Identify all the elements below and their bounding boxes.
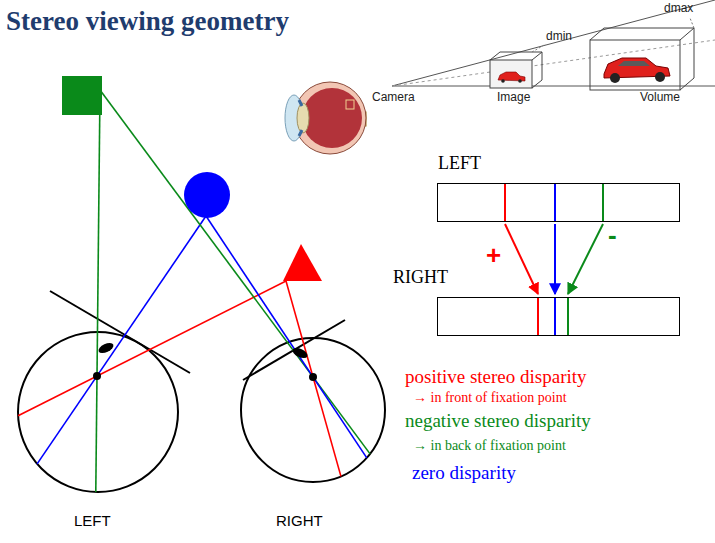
eye-label: LEFT (74, 512, 111, 529)
disparity-sign: - (606, 222, 619, 248)
eye-lens (291, 346, 309, 360)
light-ray (100, 90, 370, 454)
legend-text: negative stereo disparity (405, 410, 591, 432)
blue-circle (184, 172, 230, 218)
disparity-arrow (505, 224, 538, 294)
nodal-point (309, 373, 317, 381)
disparity-arrow (554, 224, 556, 294)
car-window (618, 61, 650, 66)
nodal-point (93, 372, 101, 380)
camera-frustum (392, 0, 715, 90)
light-ray (206, 216, 367, 458)
car-wheel (655, 72, 665, 82)
legend-note: → in back of fixation point (413, 438, 566, 454)
legend-note: → in front of fixation point (413, 390, 567, 406)
disparity-mark (602, 184, 604, 221)
bar-heading: RIGHT (393, 267, 448, 288)
light-ray (286, 281, 341, 476)
iris (299, 100, 302, 136)
dmax-marker (690, 18, 694, 28)
light-ray (18, 281, 286, 416)
dimension-label: dmin (546, 30, 572, 44)
part-label: Camera (372, 91, 415, 105)
title: Stereo viewing geometry (6, 6, 289, 37)
image-plane (490, 60, 532, 88)
eye-outline (241, 338, 385, 482)
dimension-label: dmax (664, 2, 693, 16)
image-plane-line (243, 320, 345, 380)
volume-box (590, 40, 680, 90)
image-bar: RIGHT (437, 297, 680, 336)
green-square (62, 76, 102, 115)
sclera (294, 82, 366, 154)
eye-lens (97, 341, 115, 355)
disparity-mark (537, 298, 539, 335)
legend-text: positive stereo disparity (405, 366, 587, 388)
car-wheel (610, 73, 620, 83)
lens (297, 103, 309, 133)
part-label: Volume (640, 91, 680, 105)
eye-label: RIGHT (276, 512, 323, 529)
light-ray (37, 216, 206, 464)
car-wheel (501, 79, 505, 83)
stereo-geometry (18, 76, 385, 492)
frustum-ray (392, 0, 715, 86)
red-triangle (283, 244, 322, 281)
disparity-mark (567, 298, 569, 335)
retina (302, 88, 362, 148)
disparity-mark (554, 298, 556, 335)
car-wheel (518, 79, 522, 83)
volume-box-depth (590, 28, 694, 90)
image-plane-line (50, 291, 190, 373)
bar-heading: LEFT (438, 153, 481, 174)
disparity-mark (554, 184, 556, 221)
disparity-arrow (568, 224, 603, 294)
eyeball-illustration (285, 82, 366, 154)
disparity-mark (504, 184, 506, 221)
retina-patch (346, 100, 354, 109)
frustum-ray (392, 86, 715, 87)
disparity-sign: + (484, 242, 503, 268)
image-plane-depth (490, 52, 542, 88)
light-ray (96, 90, 100, 492)
image-bar: LEFT (437, 183, 680, 222)
part-label: Image (497, 91, 530, 105)
frustum-ray (392, 40, 715, 86)
legend-text: zero disparity (412, 462, 516, 484)
dmin-marker (532, 44, 546, 52)
